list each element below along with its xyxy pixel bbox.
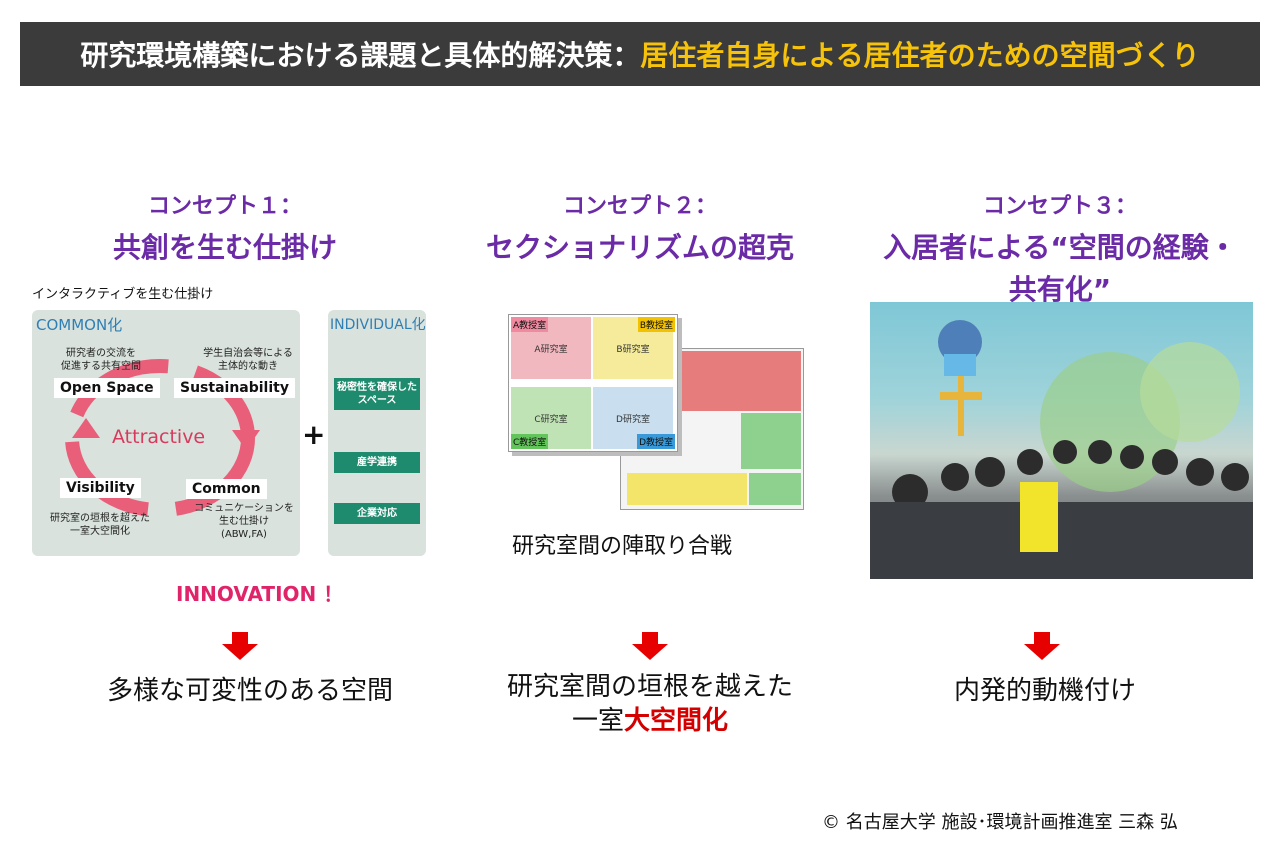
individual-box: INDIVIDUAL化 秘密性を確保した スペース 産学連携 企業対応 xyxy=(328,310,426,556)
open-space-note-2: 促進する共有空間 xyxy=(61,361,141,372)
common-box: COMMON化 研究者の交流を 促進する共有空間 学生自治会等による 主体的な動… xyxy=(32,310,300,556)
result-1: 多様な可変性のある空間 xyxy=(106,676,393,706)
room-b-prof: B教授室 xyxy=(637,317,675,332)
individual-title: INDIVIDUAL化 xyxy=(330,317,426,333)
concept-3-title-line1: 入居者による“空間の経験・ xyxy=(883,231,1237,264)
concept-2-heading: コンセプト２： セクショナリズムの超克 xyxy=(460,188,820,266)
group-photo xyxy=(870,302,1253,579)
concept-3-title-line2: 共有化” xyxy=(1008,273,1112,306)
concept-1-heading: コンセプト１： 共創を生む仕掛け xyxy=(60,188,390,266)
result-2-line2-plain: 一室 xyxy=(571,706,624,736)
sustain-note-1: 学生自治会等による xyxy=(203,348,293,359)
open-space-note-1: 研究者の交流を xyxy=(66,348,136,359)
sustain-note-2: 主体的な動き xyxy=(218,361,278,372)
diagram2-caption: 研究室間の陣取り合戦 xyxy=(512,534,733,559)
down-arrow-3 xyxy=(1024,632,1060,660)
concept-3-label: コンセプト３： xyxy=(982,194,1137,219)
down-arrow-2 xyxy=(632,632,668,660)
common-note-1: コミュニケーションを xyxy=(194,503,294,514)
individual-item-2: 産学連携 xyxy=(334,452,420,473)
common-note-3: (ABW,FA) xyxy=(221,529,267,540)
individual-item-3: 企業対応 xyxy=(334,503,420,524)
plus-sign: + xyxy=(302,418,326,451)
individual-item-1: 秘密性を確保した スペース xyxy=(334,378,420,410)
concept-1-title: 共創を生む仕掛け xyxy=(112,231,337,264)
header-banner: 研究環境構築における課題と具体的解決策： 居住者自身による居住者のための空間づく… xyxy=(20,22,1260,86)
center-attractive: Attractive xyxy=(112,426,206,448)
result-2-line1: 研究室間の垣根を越えた xyxy=(506,672,793,702)
individual-item-1-line1: 秘密性を確保した xyxy=(337,382,417,393)
room-c-prof: C教授室 xyxy=(511,434,549,449)
node-visibility: Visibility xyxy=(60,478,141,498)
floor-plan-back xyxy=(620,348,804,510)
visibility-note-2: 一室大空間化 xyxy=(70,526,130,537)
visibility-note-1: 研究室の垣根を超えた xyxy=(50,513,150,524)
concept-1-label: コンセプト１： xyxy=(147,194,302,219)
room-a-prof: A教授室 xyxy=(511,317,549,332)
concept-2-label: コンセプト２： xyxy=(562,194,717,219)
result-2-line2-red: 大空間化 xyxy=(624,706,729,736)
result-3: 内発的動機付け xyxy=(953,676,1136,706)
common-title: COMMON化 xyxy=(36,316,123,334)
node-common: Common xyxy=(186,479,267,499)
room-d-prof: D教授室 xyxy=(637,434,675,449)
floor-plan-front: A研究室 B研究室 C研究室 D研究室 A教授室 B教授室 C教授室 D教授室 xyxy=(508,314,678,452)
concept-3-heading: コンセプト３： 入居者による“空間の経験・ 共有化” xyxy=(850,188,1270,308)
node-sustainability: Sustainability xyxy=(174,378,295,398)
down-arrow-1 xyxy=(222,632,258,660)
individual-item-1-line2: スペース xyxy=(357,395,397,406)
diagram1-caption: インタラクティブを生む仕掛け xyxy=(32,287,214,302)
group-photo-illustration xyxy=(870,320,1253,579)
footer-credit: © 名古屋大学 施設･環境計画推進室 三森 弘 xyxy=(822,812,1178,833)
result-2: 研究室間の垣根を越えた 一室大空間化 xyxy=(460,670,840,738)
cycle-arrows xyxy=(65,359,260,517)
innovation-label: INNOVATION ！ xyxy=(176,582,344,606)
common-note-2: 生む仕掛け xyxy=(219,516,269,527)
header-title-accent: 居住者自身による居住者のための空間づくり xyxy=(640,39,1200,72)
node-open-space: Open Space xyxy=(54,378,160,398)
concept-2-title: セクショナリズムの超克 xyxy=(485,231,794,264)
header-title-main: 研究環境構築における課題と具体的解決策： xyxy=(80,39,641,72)
